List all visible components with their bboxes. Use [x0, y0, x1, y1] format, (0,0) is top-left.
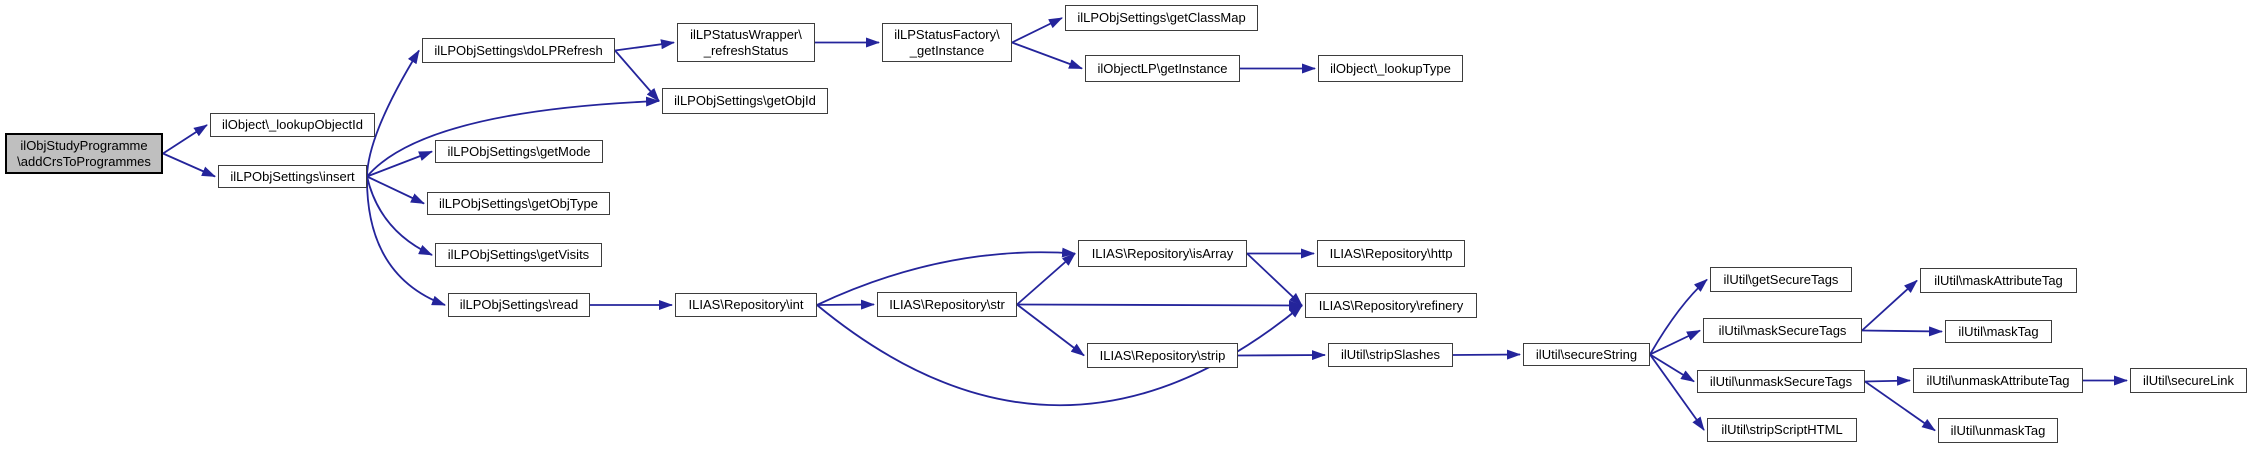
edge-addCrsToProgrammes-lookupObjectId — [162, 124, 208, 155]
edge-insert-getMode — [366, 150, 433, 178]
edge-addCrsToProgrammes-insert — [162, 152, 216, 178]
edge-unmaskSecureTags-unmaskAttributeTag — [1864, 375, 1911, 386]
node-unmaskTag[interactable]: ilUtil\unmaskTag — [1938, 418, 2058, 443]
node-str[interactable]: ILIAS\Repository\str — [877, 292, 1017, 317]
node-refinery[interactable]: ILIAS\Repository\refinery — [1305, 293, 1477, 318]
edge-maskSecureTags-maskTag — [1861, 326, 1943, 337]
edge-insert-getVisits — [366, 176, 433, 256]
node-lookupObjectId[interactable]: ilObject\_lookupObjectId — [210, 113, 375, 137]
node-stripSlashes[interactable]: ilUtil\stripSlashes — [1328, 343, 1453, 367]
node-secureString[interactable]: ilUtil\secureString — [1523, 343, 1650, 366]
edge-insert-getObjType — [366, 175, 425, 205]
node-getMode[interactable]: ilLPObjSettings\getMode — [435, 140, 603, 163]
node-stripScriptHTML[interactable]: ilUtil\stripScriptHTML — [1707, 418, 1857, 442]
node-int[interactable]: ILIAS\Repository\int — [675, 293, 817, 317]
edge-doLPRefresh-getObjId — [614, 49, 660, 102]
node-getInstanceLP[interactable]: ilObjectLP\getInstance — [1085, 55, 1240, 82]
node-http[interactable]: ILIAS\Repository\http — [1317, 240, 1465, 267]
node-addCrsToProgrammes[interactable]: ilObjStudyProgramme \addCrsToProgrammes — [5, 133, 163, 174]
node-getVisits[interactable]: ilLPObjSettings\getVisits — [435, 243, 602, 267]
node-unmaskAttributeTag[interactable]: ilUtil\unmaskAttributeTag — [1913, 368, 2083, 393]
node-isArray[interactable]: ILIAS\Repository\isArray — [1078, 240, 1247, 267]
node-getClassMap[interactable]: ilLPObjSettings\getClassMap — [1065, 5, 1258, 31]
edge-secureString-unmaskSecureTags — [1649, 353, 1695, 383]
edge-secureString-maskSecureTags — [1649, 329, 1701, 356]
edge-secureString-getSecureTags — [1649, 278, 1708, 355]
edge-strip-stripSlashes — [1237, 350, 1326, 361]
node-maskAttributeTag[interactable]: ilUtil\maskAttributeTag — [1920, 268, 2077, 293]
edge-str-refinery — [1016, 300, 1303, 311]
edge-stripSlashes-secureString — [1452, 349, 1521, 360]
edge-maskSecureTags-maskAttributeTag — [1861, 279, 1918, 332]
edge-isArray-refinery — [1246, 252, 1303, 307]
node-maskSecureTags[interactable]: ilUtil\maskSecureTags — [1703, 318, 1862, 343]
node-unmaskSecureTags[interactable]: ilUtil\unmaskSecureTags — [1697, 370, 1865, 393]
edge-getInstanceFactory-getInstanceLP — [1011, 41, 1083, 70]
edge-secureString-stripScriptHTML — [1649, 353, 1705, 431]
node-insert[interactable]: ilLPObjSettings\insert — [218, 165, 367, 188]
edge-getInstanceFactory-getClassMap — [1011, 17, 1063, 44]
edge-int-str — [816, 299, 875, 310]
edge-insert-getObjId — [366, 96, 660, 178]
node-doLPRefresh[interactable]: ilLPObjSettings\doLPRefresh — [422, 38, 615, 63]
node-strip[interactable]: ILIAS\Repository\strip — [1087, 343, 1238, 368]
node-lookupType[interactable]: ilObject\_lookupType — [1318, 55, 1463, 82]
node-getInstanceFactory[interactable]: ilLPStatusFactory\ _getInstance — [882, 23, 1012, 62]
edge-str-isArray — [1016, 252, 1076, 306]
node-refreshStatus[interactable]: ilLPStatusWrapper\ _refreshStatus — [677, 23, 815, 62]
edge-doLPRefresh-refreshStatus — [614, 39, 675, 52]
node-read[interactable]: ilLPObjSettings\read — [448, 293, 590, 317]
node-secureLink[interactable]: ilUtil\secureLink — [2130, 368, 2247, 393]
node-maskTag[interactable]: ilUtil\maskTag — [1945, 320, 2052, 343]
node-getObjType[interactable]: ilLPObjSettings\getObjType — [427, 192, 610, 215]
node-getObjId[interactable]: ilLPObjSettings\getObjId — [662, 88, 828, 114]
edge-str-strip — [1016, 303, 1085, 357]
node-getSecureTags[interactable]: ilUtil\getSecureTags — [1710, 267, 1852, 292]
